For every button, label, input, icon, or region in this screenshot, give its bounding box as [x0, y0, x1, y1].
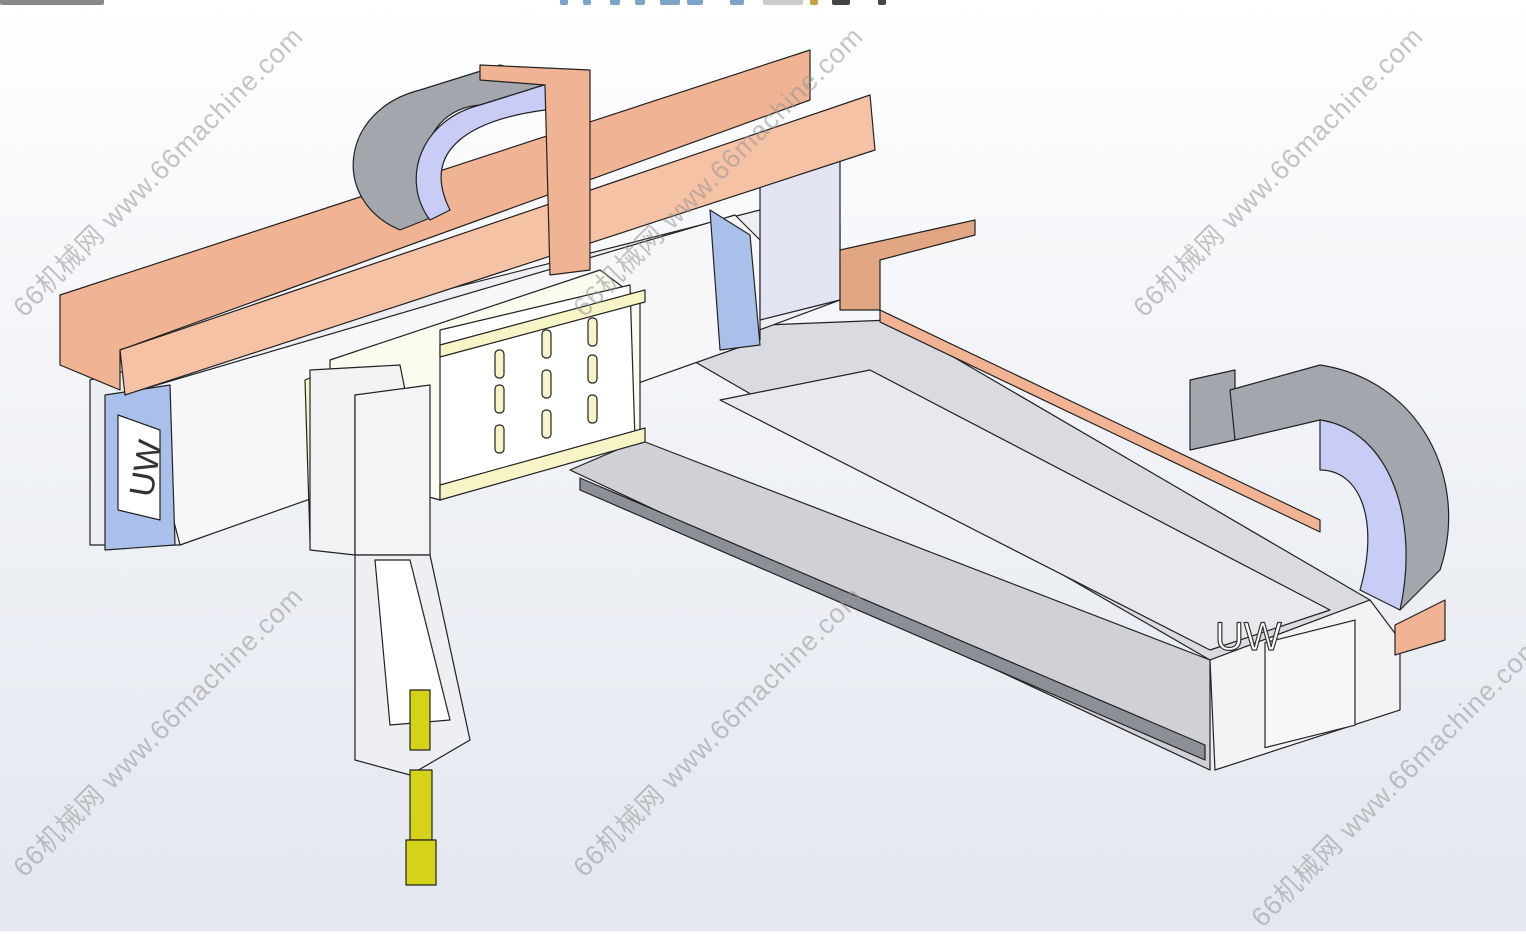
- toolbar-icon[interactable]: [687, 0, 703, 5]
- toolbar-dropdown[interactable]: [763, 0, 803, 5]
- toolbar-icon[interactable]: [635, 0, 645, 5]
- cad-toolbar: [0, 0, 1526, 6]
- toolbar-icon[interactable]: [610, 0, 620, 5]
- toolbar-icon[interactable]: [660, 0, 680, 5]
- toolbar-icon[interactable]: [832, 0, 850, 5]
- toolbar-icon[interactable]: [810, 0, 818, 5]
- toolbar-icon[interactable]: [730, 0, 744, 5]
- toolbar-icon[interactable]: [560, 0, 568, 5]
- y-axis-module: UW: [569, 309, 1450, 771]
- end-plate-logo: UW: [1215, 615, 1282, 659]
- toolbar-icon[interactable]: [878, 0, 886, 5]
- carriage-plate: [304, 269, 646, 886]
- toolbar-tab[interactable]: [0, 0, 104, 5]
- toolbar-icon[interactable]: [583, 0, 591, 5]
